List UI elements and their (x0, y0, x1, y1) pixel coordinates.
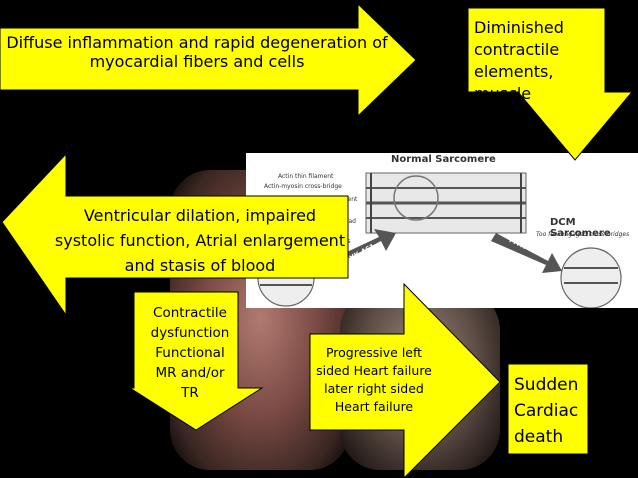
arrow-right-mid-line: Progressive left (325, 345, 423, 360)
arrow-mid-down-line: dysfunction (150, 325, 230, 341)
arrow-right-mid-line: sided Heart failure (316, 363, 432, 378)
arrow-right-down-line: elements, (474, 62, 554, 81)
sudden-death-line: Sudden (514, 375, 579, 395)
arrow-right-down-line: muscle (474, 84, 532, 103)
arrow-mid-down (128, 291, 264, 431)
arrow-right-mid (309, 282, 501, 478)
arrow-mid-down-line: Functional (155, 345, 225, 361)
arrow-right-mid-text: Progressive left sided Heart failure lat… (312, 344, 436, 416)
arrow-mid-down-line: TR (181, 385, 199, 401)
sudden-death-box (507, 363, 589, 455)
arrow-right-down-text: Diminished contractile elements, muscle … (474, 17, 564, 127)
normal-sarcomere-title: Normal Sarcomere (391, 154, 496, 165)
arrow-mid-down-line: Contractile (153, 305, 227, 321)
arrow-right-down-line: Diminished (474, 18, 564, 37)
sudden-death-line: death (514, 427, 564, 447)
arrow-left (1, 152, 349, 317)
sudden-death-text: Sudden Cardiac death (514, 372, 578, 450)
crossbridge-label: Actin-myosin cross-bridge (264, 183, 342, 190)
arrow-top-right (0, 2, 417, 118)
sudden-death-line: Cardiac (514, 401, 579, 421)
dcm-sarcomere-title: DCM Sarcomere (550, 217, 611, 239)
arrow-right-down (467, 7, 634, 161)
arrow-right-mid-line: later right sided (324, 381, 424, 396)
arrow-right-mid-line: Heart failure (334, 399, 414, 414)
arrow-top-text: Diffuse inflammation and rapid degenerat… (6, 33, 388, 71)
dcm-subtitle: Too few engaged cross-bridges (536, 231, 630, 238)
arrow-mid-down-text: Contractile dysfunction Functional MR an… (138, 303, 242, 403)
arrow-left-text: Ventricular dilation, impaired systolic … (54, 206, 346, 275)
arrow-right-down-line: contractile (474, 40, 560, 59)
actin-label: Actin thin filament (278, 173, 334, 180)
arrow-mid-down-line: MR and/or (155, 365, 225, 381)
arrow-right-down-line: fibers (474, 106, 519, 125)
